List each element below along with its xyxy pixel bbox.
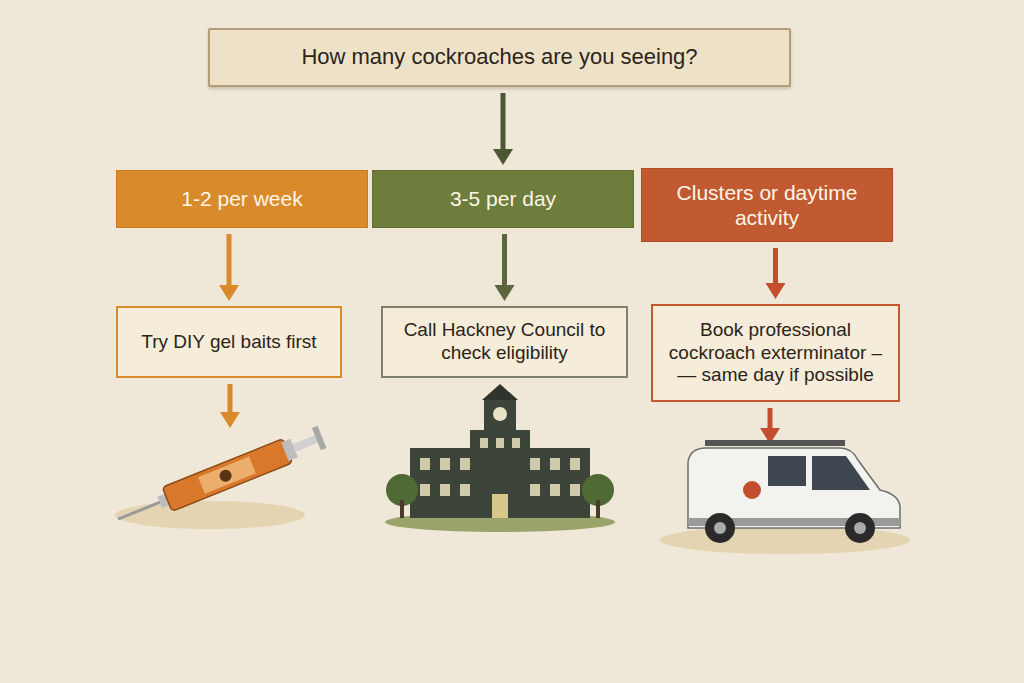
arrow-head <box>493 149 513 165</box>
arrow-head <box>495 285 515 301</box>
action-box: Book professional cockroach exterminator… <box>651 304 900 402</box>
building-icon-part-part <box>440 458 450 470</box>
building-icon-part-part <box>440 484 450 496</box>
building-icon-part-part <box>550 458 560 470</box>
building-icon-part <box>420 438 580 496</box>
flow-arrow <box>766 248 786 299</box>
building-icon-part <box>482 384 518 400</box>
van-icon-part <box>812 456 870 490</box>
van-icon-part <box>705 513 735 543</box>
van-icon-part <box>714 522 726 534</box>
building-icon <box>385 384 615 532</box>
node-text: How many cockroaches are you seeing? <box>301 44 697 70</box>
frequency-band: 3-5 per day <box>372 170 634 228</box>
flow-arrow <box>495 234 515 301</box>
building-icon-part-part <box>480 438 488 448</box>
building-icon-part <box>410 448 590 518</box>
building-icon-part-part <box>512 438 520 448</box>
building-icon-part-part <box>420 458 430 470</box>
flow-arrow <box>493 93 513 165</box>
building-icon-part <box>596 500 600 518</box>
flow-arrow <box>219 234 239 301</box>
building-icon-part <box>470 430 530 450</box>
syringe-icon-part-part <box>162 439 292 512</box>
node-text: Clusters or daytime activity <box>654 180 880 230</box>
node-text: Book professional cockroach exterminator… <box>665 319 886 387</box>
action-box: Try DIY gel baits first <box>116 306 342 378</box>
question-box: How many cockroaches are you seeing? <box>208 28 791 87</box>
building-icon-part-part <box>496 438 504 448</box>
building-icon-part-part <box>570 458 580 470</box>
syringe-icon-part <box>113 425 327 532</box>
van-icon <box>660 440 910 554</box>
node-text: 3-5 per day <box>450 186 556 211</box>
building-icon-part-part <box>460 458 470 470</box>
syringe-icon-part-part <box>218 468 234 484</box>
van-icon-part <box>854 522 866 534</box>
building-icon-part-part <box>530 484 540 496</box>
van-icon-part <box>743 481 761 499</box>
syringe-icon-part <box>115 501 305 529</box>
arrow-shaft <box>501 93 506 151</box>
van-icon-part <box>768 456 806 486</box>
van-icon-part <box>845 513 875 543</box>
leader-arrow-part <box>768 408 773 430</box>
building-icon-part-part <box>550 484 560 496</box>
node-text: Call Hackney Council to check eligibilit… <box>395 319 614 365</box>
leader-arrow-part <box>220 412 240 428</box>
syringe-icon <box>113 425 327 532</box>
syringe-icon-part-part <box>118 500 164 519</box>
leader-arrow-part <box>228 384 233 414</box>
building-icon-part <box>400 500 404 518</box>
arrow-shaft <box>773 248 778 285</box>
frequency-band: Clusters or daytime activity <box>641 168 893 242</box>
van-icon-part <box>705 440 845 446</box>
building-icon-part-part <box>570 484 580 496</box>
arrow-head <box>219 285 239 301</box>
building-icon-part-part <box>460 484 470 496</box>
arrow-head <box>766 283 786 299</box>
syringe-icon-part-part <box>312 426 327 451</box>
building-icon-part <box>492 494 508 518</box>
building-icon-part <box>493 407 507 421</box>
syringe-icon-part-part <box>198 457 256 494</box>
building-icon-part-part <box>530 458 540 470</box>
frequency-band: 1-2 per week <box>116 170 368 228</box>
arrow-shaft <box>502 234 507 287</box>
node-text: Try DIY gel baits first <box>141 331 316 354</box>
arrow-shaft <box>227 234 232 287</box>
action-box: Call Hackney Council to check eligibilit… <box>381 306 628 378</box>
building-icon-part-part <box>420 484 430 496</box>
building-icon-part <box>484 400 516 432</box>
node-text: 1-2 per week <box>181 186 302 211</box>
